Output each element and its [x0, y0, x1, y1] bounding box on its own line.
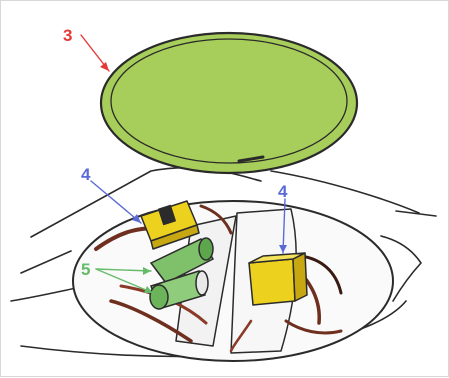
service-cover	[101, 33, 357, 173]
grommet-end	[150, 285, 168, 309]
callout-label-connector-right: 4	[278, 182, 288, 201]
callout-label-connector-left: 4	[81, 165, 91, 184]
callout-label-grommets: 5	[81, 260, 90, 279]
arrow-head-cover	[100, 62, 109, 71]
connector-plug-right	[249, 253, 307, 305]
callout-label-cover: 3	[63, 26, 72, 45]
